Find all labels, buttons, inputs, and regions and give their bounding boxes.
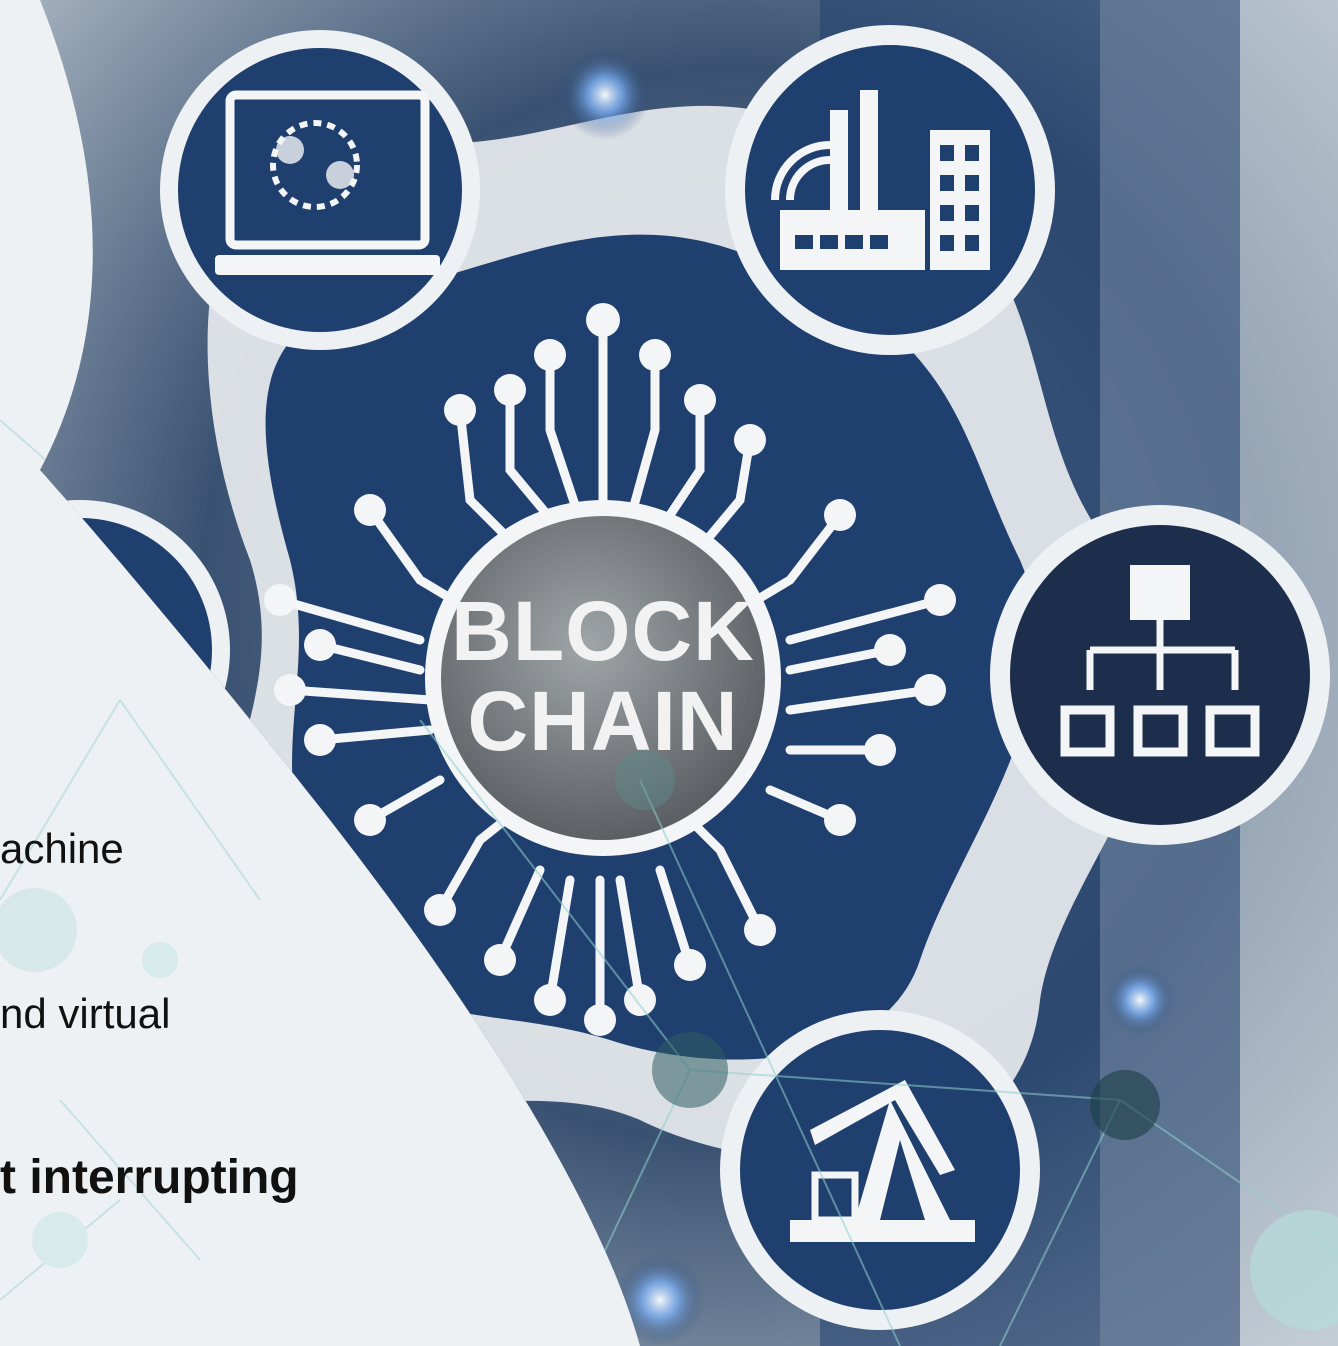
hierarchy-icon [990,505,1330,845]
oil-pump-icon [720,1010,1040,1330]
factory-icon [725,25,1055,355]
slide-text-line2: nd virtual [0,990,171,1037]
center-label-line2: CHAIN [468,674,739,768]
brain-laptop-icon [160,30,480,350]
center-label-line1: BLOCK [451,584,755,678]
slide-text-line1: achine [0,825,124,872]
slide-text-line3: t interrupting [0,1151,299,1204]
